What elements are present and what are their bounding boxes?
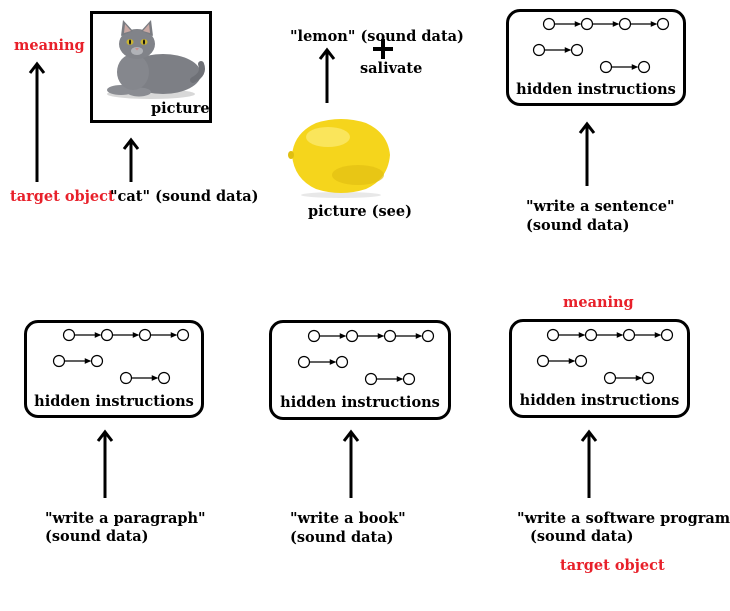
hidden-instructions-label: hidden instructions	[519, 392, 680, 409]
sentence-sound-line1: "write a sentence"	[526, 198, 675, 215]
hidden-instructions-box-sentence: hidden instructions	[506, 9, 686, 106]
hidden-instructions-label: hidden instructions	[516, 81, 676, 98]
node-chain-icon	[297, 355, 349, 369]
book-sound-line2: (sound data)	[290, 529, 394, 546]
node-chain-icon	[532, 43, 584, 57]
hidden-instructions-label: hidden instructions	[280, 394, 440, 411]
plus-sign	[372, 38, 394, 60]
paragraph-sound-line1: "write a paragraph"	[45, 510, 206, 527]
up-arrow-icon	[122, 137, 140, 182]
software-sound-line2: (sound data)	[530, 528, 634, 545]
node-chain-icon	[62, 328, 190, 342]
paragraph-sound-line2: (sound data)	[45, 528, 149, 545]
node-chain-icon	[307, 329, 435, 343]
hidden-instructions-label: hidden instructions	[34, 393, 194, 410]
book-sound-line1: "write a book"	[290, 510, 406, 527]
node-chain-icon	[52, 354, 104, 368]
up-arrow-icon	[96, 429, 114, 498]
node-chain-icon	[599, 60, 651, 74]
cat-image	[107, 20, 205, 99]
hidden-instructions-box-paragraph: hidden instructions	[24, 320, 204, 418]
node-chain-icon	[364, 372, 416, 386]
picture-label-cat: picture	[151, 100, 210, 117]
lemon-picture-label: picture (see)	[308, 203, 412, 220]
salivate-label: salivate	[360, 60, 423, 77]
up-arrow-icon	[578, 121, 596, 186]
node-chain-icon	[603, 371, 655, 385]
lemon-sound-data-label: "lemon" (sound data)	[290, 28, 464, 45]
up-arrow-icon	[342, 429, 360, 498]
lemon-image	[288, 119, 390, 198]
node-chain-icon	[119, 371, 171, 385]
meaning-label-software: meaning	[563, 294, 634, 311]
meaning-label-cat: meaning	[14, 37, 85, 54]
sentence-sound-line2: (sound data)	[526, 217, 630, 234]
up-arrow-icon	[580, 429, 598, 498]
up-arrow-icon	[318, 47, 336, 103]
node-chain-icon	[542, 17, 670, 31]
node-chain-icon	[536, 354, 588, 368]
target-object-label-software: target object	[560, 557, 665, 574]
target-object-label-cat: target object	[10, 188, 115, 205]
cat-picture-frame: picture	[90, 11, 212, 123]
up-arrow-icon	[28, 61, 46, 182]
software-sound-line1: "write a software program"	[517, 510, 730, 527]
cat-sound-data-label: "cat" (sound data)	[110, 188, 259, 205]
node-chain-icon	[546, 328, 674, 342]
